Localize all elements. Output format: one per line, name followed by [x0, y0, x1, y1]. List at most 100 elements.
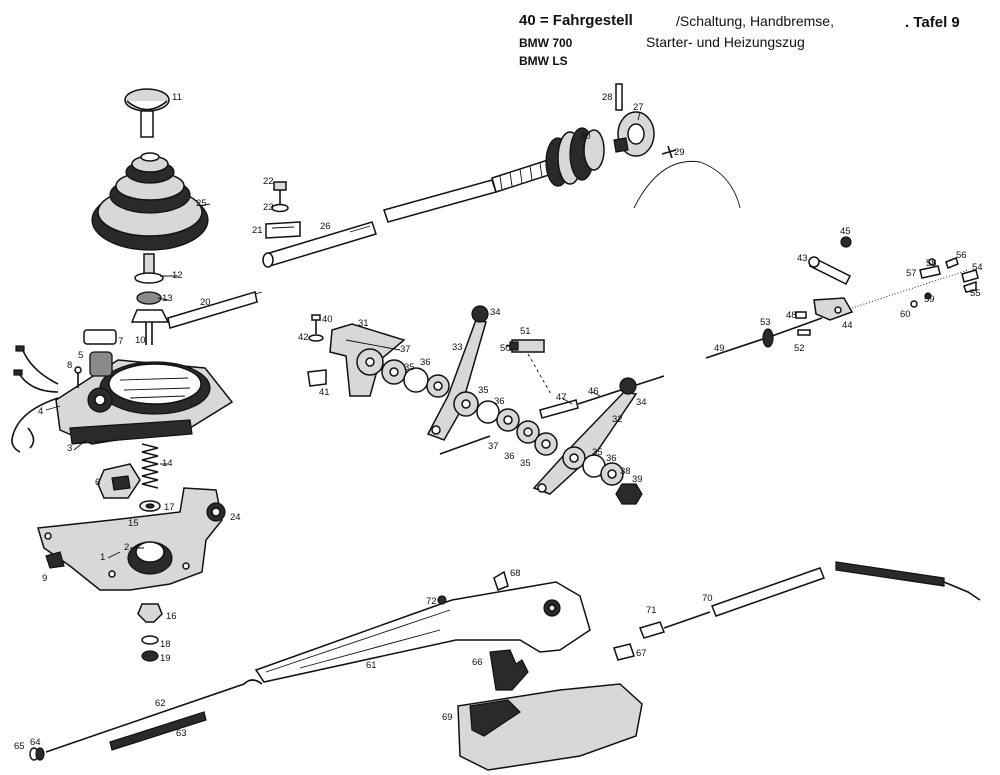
part-label-8: 8 [67, 360, 72, 371]
part-label-34-top: 34 [490, 307, 501, 318]
part-label-33: 33 [452, 342, 463, 353]
part-label-53: 53 [760, 317, 771, 328]
part-label-6: 6 [95, 477, 100, 488]
model-label-700: BMW 700 [519, 36, 573, 50]
model-label-ls: BMW LS [519, 54, 568, 68]
handbrake-button-68 [493, 570, 509, 591]
part-label-1: 1 [100, 552, 105, 563]
shift-housing [55, 359, 234, 445]
part-label-48: 48 [786, 310, 797, 321]
part-label-35-a: 35 [404, 362, 415, 373]
selector-rod [167, 291, 263, 329]
part-label-18: 18 [160, 639, 171, 650]
part-label-45: 45 [840, 226, 851, 237]
rod-62 [45, 679, 263, 753]
part-label-20: 20 [200, 297, 211, 308]
lever-33 [426, 305, 489, 441]
washer-23 [271, 203, 289, 213]
rod-37-lower [439, 435, 491, 455]
page-subtitle: Starter- und Heizungszug [646, 34, 805, 50]
part-label-63: 63 [176, 728, 187, 739]
part-label-34-right: 34 [636, 397, 647, 408]
washer-18 [141, 635, 159, 645]
clamp-21 [265, 221, 301, 239]
boot-69 [457, 683, 643, 771]
nut-16 [137, 603, 163, 623]
cable-70-71 [638, 561, 981, 639]
part-label-61: 61 [366, 660, 377, 671]
part-label-9: 9 [42, 573, 47, 584]
part-label-30: 30 [580, 131, 591, 142]
part-label-35-c: 35 [520, 458, 531, 469]
part-label-11: 11 [172, 92, 182, 103]
handbrake-lever [254, 581, 591, 683]
shift-knob [124, 88, 170, 138]
part-label-36-d: 36 [606, 453, 617, 464]
part-label-70: 70 [702, 593, 713, 604]
part-label-31: 31 [358, 318, 369, 329]
clip-41 [307, 369, 327, 387]
part-label-10: 10 [135, 335, 146, 346]
washer-stack-lower [562, 446, 643, 505]
part-label-32: 32 [612, 414, 623, 425]
nut-19 [141, 650, 159, 662]
part-label-51: 51 [520, 326, 531, 337]
part-label-66: 66 [472, 657, 483, 668]
part-label-36-a: 36 [420, 357, 431, 368]
washer-stack-mid [453, 391, 558, 456]
page-header: 40 = Fahrgestell /Schaltung, Handbremse,… [0, 0, 1000, 80]
part-label-42: 42 [298, 332, 309, 343]
part-label-38: 38 [620, 466, 631, 477]
part-label-50: 50 [500, 343, 511, 354]
bolt-22 [273, 181, 287, 204]
rubber-coupling [545, 127, 605, 187]
washer-stack-upper [356, 348, 450, 398]
screw-8 [74, 366, 82, 388]
nut-64-65 [29, 747, 45, 761]
page-title-number: 40 = Fahrgestell [519, 12, 633, 29]
clip-9 [45, 551, 65, 569]
part-label-17: 17 [164, 502, 175, 513]
part-label-59: 59 [924, 294, 935, 305]
pin-28 [615, 83, 623, 111]
part-label-35-b: 35 [478, 385, 489, 396]
part-label-4: 4 [38, 406, 43, 417]
rubber-boot [91, 152, 209, 251]
plate-number: . Tafel 9 [905, 14, 960, 31]
flange-27 [613, 111, 655, 157]
reverse-switch [83, 329, 117, 413]
part-label-60: 60 [900, 309, 911, 320]
page-title: /Schaltung, Handbremse, [676, 13, 834, 29]
part-label-62: 62 [155, 698, 166, 709]
clip-29 [633, 145, 741, 209]
part-label-13: 13 [162, 293, 173, 304]
part-label-19: 19 [160, 653, 171, 664]
part-label-52: 52 [794, 343, 805, 354]
part-label-26: 26 [320, 221, 331, 232]
part-label-16: 16 [166, 611, 177, 622]
stop-block [97, 463, 141, 499]
part-label-40: 40 [322, 314, 333, 325]
part-label-28: 28 [602, 92, 613, 103]
wiring-harness [11, 345, 59, 453]
nut-45 [840, 236, 852, 248]
part-label-2: 2 [124, 542, 129, 553]
part-label-21: 21 [252, 225, 263, 236]
main-shift-tube [383, 159, 553, 223]
part-label-54: 54 [972, 262, 983, 273]
part-label-36-b: 36 [494, 396, 505, 407]
part-label-12: 12 [172, 270, 183, 281]
part-label-56: 56 [956, 250, 967, 261]
lever-43 [808, 256, 852, 286]
part-label-58: 58 [926, 258, 937, 269]
cable-end-parts [910, 257, 979, 308]
part-label-43: 43 [797, 253, 808, 264]
part-label-36-c: 36 [504, 451, 515, 462]
part-label-23: 23 [263, 202, 274, 213]
label-group: 1 2 3 4 5 6 7 8 9 10 11 12 13 14 15 16 1… [14, 92, 983, 752]
front-shift-tube [262, 221, 377, 268]
part-label-27: 27 [633, 102, 644, 113]
spring [141, 443, 159, 489]
part-label-3: 3 [67, 443, 72, 454]
